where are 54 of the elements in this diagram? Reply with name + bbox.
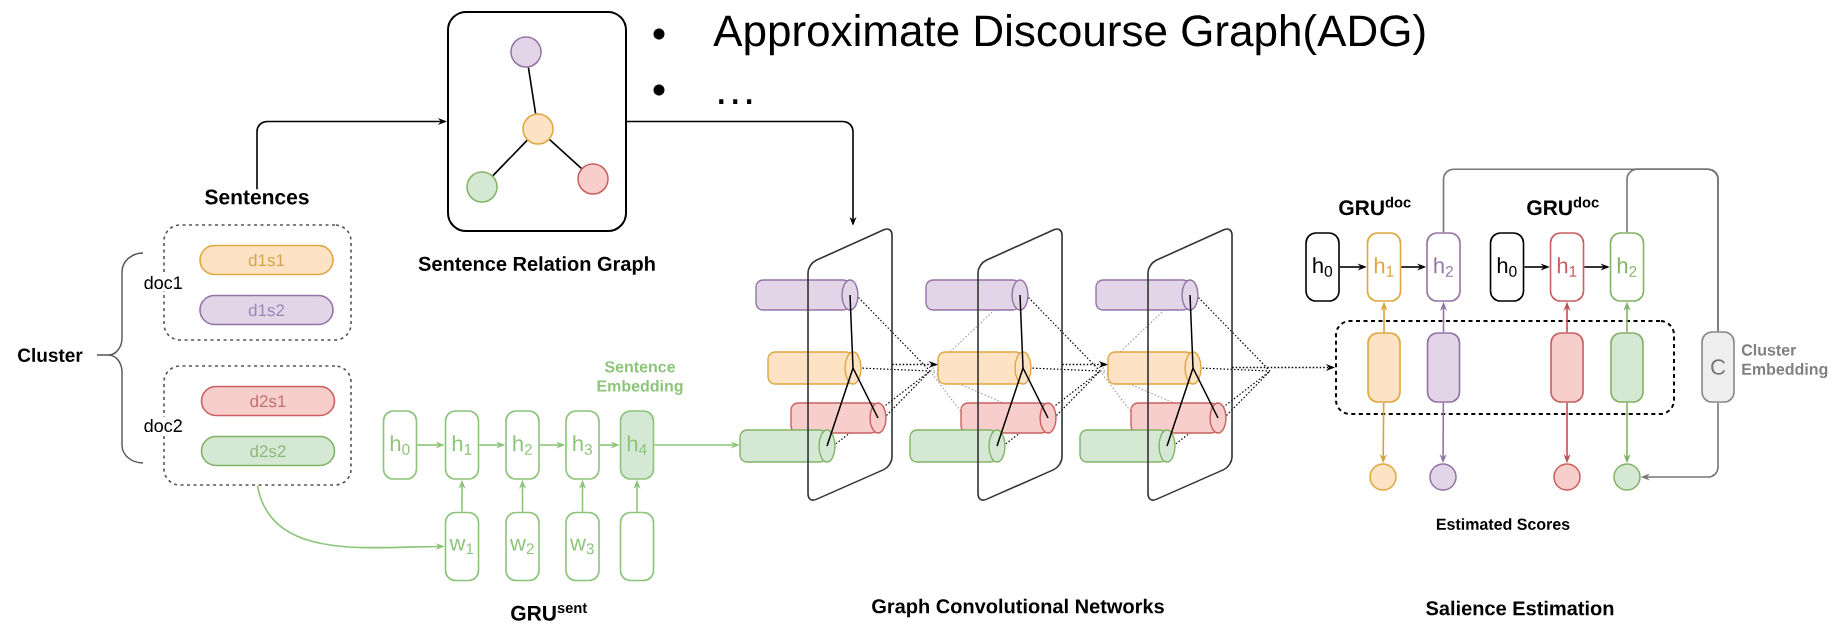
connector-line (1626, 168, 1719, 332)
heading: Sentences (205, 189, 309, 205)
node-label: Sentence Relation Graph (418, 256, 655, 275)
label-text: Cluster (18, 348, 83, 362)
hidden-state-box: h$_{1}$ (1366, 232, 1402, 302)
label-text: GRU$^{sent}$ (511, 603, 587, 621)
graph-box: Sentence Relation Graph (418, 11, 655, 275)
label-text: Estimated Scores (1436, 518, 1570, 530)
score-circle (1369, 463, 1397, 491)
label-text: … (719, 99, 752, 104)
hidden-state-box: h$_{2}$ (1609, 232, 1645, 302)
hidden-state-box: h$_{0}$ (382, 410, 418, 480)
sentence-vector-bar (1367, 332, 1401, 403)
word-input-box: w$_{1}$ (444, 511, 480, 582)
cluster-embedding-box: C (1701, 331, 1735, 403)
graph-layer-drawing (909, 228, 1063, 501)
graph-node (466, 171, 498, 203)
sentence-pill: d1s1 (199, 244, 334, 276)
graph-layer-drawing (739, 228, 893, 501)
hidden-state-box: h$_{0}$ (1489, 232, 1525, 302)
sentence-pill: d2s2 (200, 435, 336, 467)
hidden-state-box: h$_{2}$ (1426, 232, 1461, 302)
graph-node (522, 113, 554, 145)
sentence-vector-bar (1426, 332, 1461, 403)
label-text: GRU$^{doc}$ (1527, 196, 1599, 216)
word-input-box: w$_{2}$ (505, 511, 540, 582)
sentence-vector-bar (1550, 332, 1584, 403)
sentence-pill: d2s1 (200, 385, 336, 417)
embedding-caption: Sentence Embedding (597, 361, 683, 395)
graph-layer-drawing (1079, 228, 1233, 501)
hidden-state-box: h$_{1}$ (444, 410, 480, 480)
hidden-state-box: h$_{0}$ (1305, 232, 1340, 302)
connector-line (492, 139, 528, 177)
score-circle (1553, 463, 1581, 491)
hidden-state-box: h$_{4}$ (619, 410, 655, 480)
score-circle (1613, 463, 1641, 491)
embedding-caption: Cluster Embedding (1741, 343, 1828, 379)
label-text: Graph Convolutional Networks (872, 598, 1164, 618)
label-text: Salience Estimation (1426, 600, 1614, 616)
score-circle (1429, 463, 1457, 491)
hidden-state-box: h$_{3}$ (565, 410, 600, 480)
label-text: GRU$^{doc}$ (1339, 196, 1411, 216)
graph-node (510, 36, 542, 68)
hidden-state-box: h$_{1}$ (1549, 232, 1585, 302)
graph-node (577, 163, 609, 195)
word-input-box: w$_{3}$ (565, 511, 600, 582)
hidden-state-box: h$_{2}$ (505, 410, 540, 480)
label-text: Approximate Discourse Graph(ADG) (713, 14, 1425, 56)
sentence-vector-bar (1610, 332, 1644, 403)
word-input-box (619, 511, 655, 582)
dashed-group-box (1335, 320, 1675, 415)
sentence-pill: d1s2 (199, 294, 334, 326)
connector-line (527, 66, 537, 115)
connector-line (548, 138, 583, 170)
